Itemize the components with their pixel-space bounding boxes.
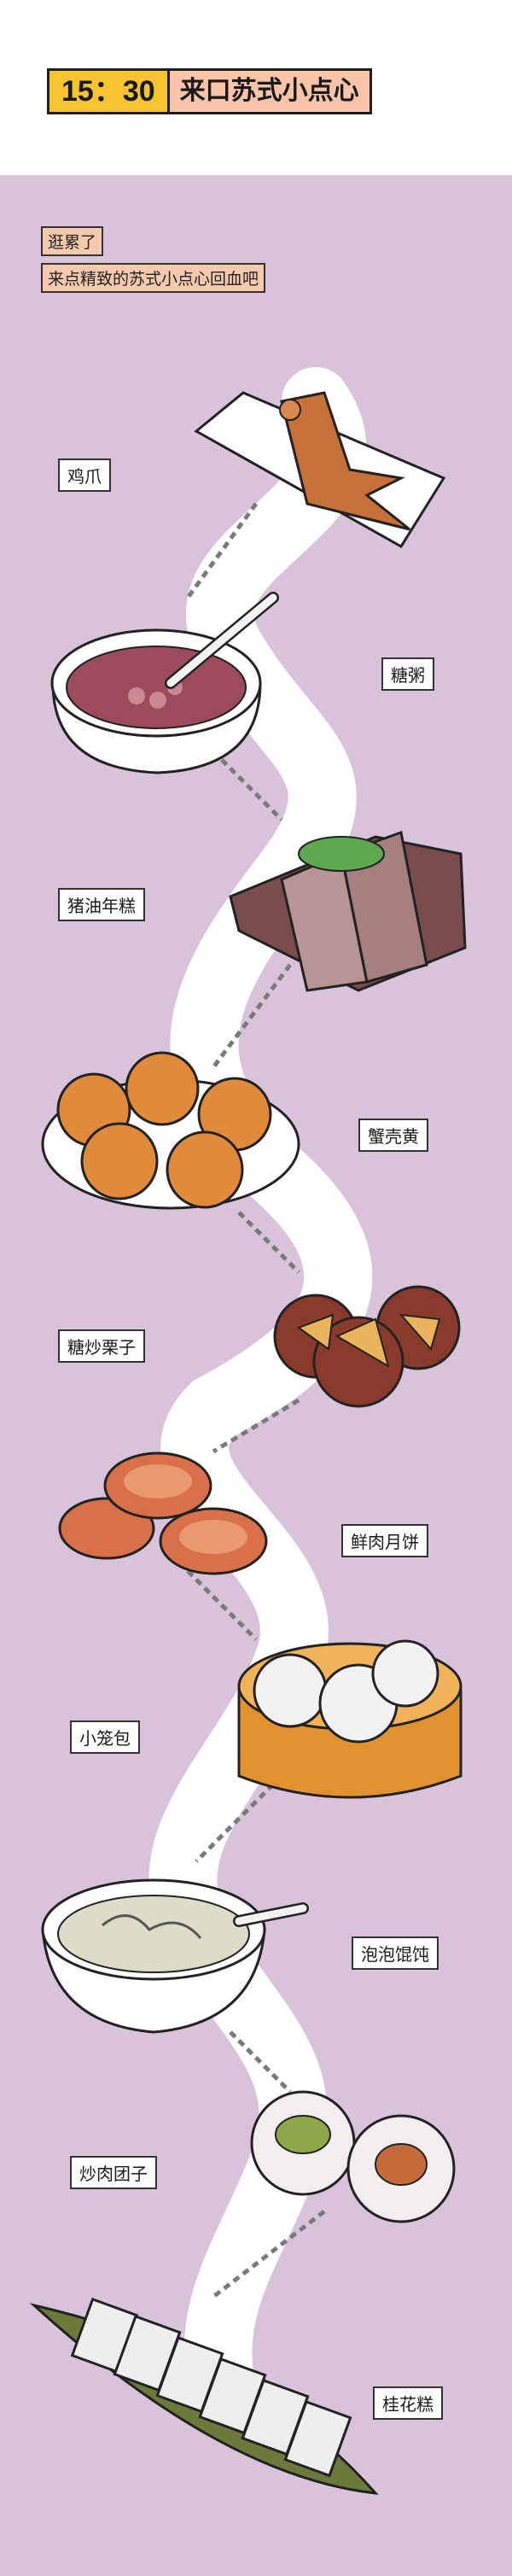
crab-shell-pastry-icon xyxy=(41,1051,300,1210)
page-header: 15：30 来口苏式小点心 xyxy=(0,0,512,175)
lard-rice-cake-icon xyxy=(229,830,467,992)
page-title: 来口苏式小点心 xyxy=(169,71,369,112)
intro-line-1: 逛累了 xyxy=(41,226,104,256)
soup-dumpling-icon xyxy=(237,1639,463,1799)
food-label-roasted-chestnuts: 糖炒栗子 xyxy=(58,1329,145,1363)
food-label-soup-dumpling: 小笼包 xyxy=(70,1720,140,1754)
title-time: 15：30 xyxy=(49,71,170,112)
food-label-osmanthus-cake: 桂花糕 xyxy=(373,2386,443,2420)
intro-line-2: 来点精致的苏式小点心回血吧 xyxy=(41,263,266,293)
stuffed-rice-ball-icon xyxy=(250,2090,456,2223)
food-label-stuffed-rice-ball: 炒肉团子 xyxy=(70,2156,157,2189)
title-box: 15：30 来口苏式小点心 xyxy=(47,68,372,114)
wonton-soup-icon xyxy=(41,1878,309,2034)
food-label-meat-mooncake: 鲜肉月饼 xyxy=(341,1524,428,1557)
food-label-wonton-soup: 泡泡馄饨 xyxy=(352,1936,439,1970)
food-label-crab-shell-pastry: 蟹壳黄 xyxy=(358,1119,428,1152)
food-label-sweet-porridge: 糖粥 xyxy=(381,657,434,691)
sweet-porridge-icon xyxy=(50,592,279,774)
dotted-connectors xyxy=(185,502,326,2299)
roasted-chestnuts-icon xyxy=(273,1285,461,1408)
osmanthus-cake-icon xyxy=(29,2297,379,2495)
chicken-feet-icon xyxy=(194,391,446,549)
meat-mooncake-icon xyxy=(58,1452,268,1575)
food-label-chicken-feet: 鸡爪 xyxy=(58,459,111,492)
food-label-lard-rice-cake: 猪油年糕 xyxy=(58,888,145,921)
